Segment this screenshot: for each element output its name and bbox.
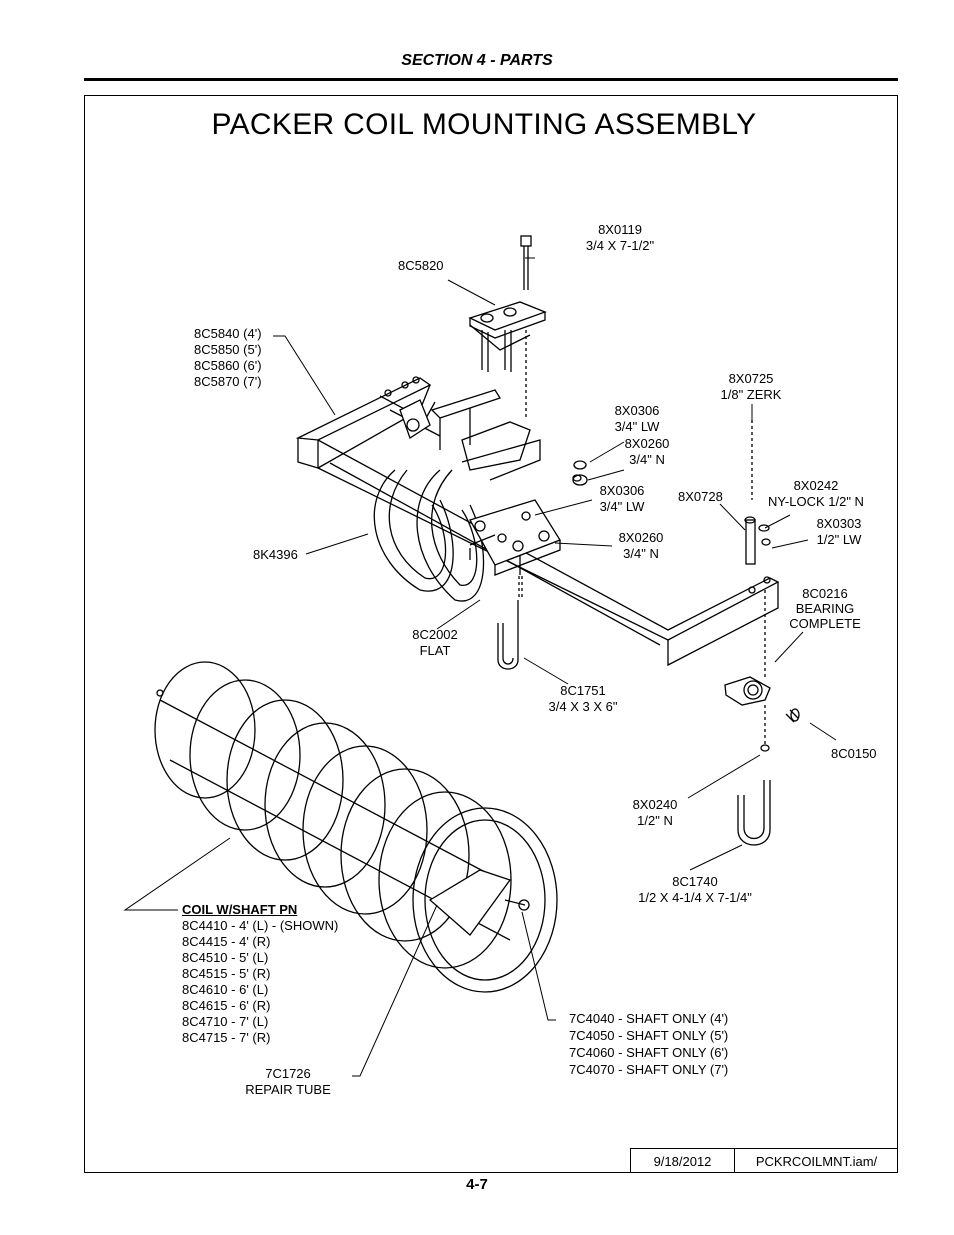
part-desc: 3/4" N — [629, 452, 665, 467]
part-number: 8K4396 — [253, 547, 298, 562]
label-8x0260-b: 8X0260 3/4" N — [606, 530, 676, 562]
coil-item: 8C4410 - 4' (L) - (SHOWN) — [182, 918, 339, 933]
part-number: 8C1740 — [672, 874, 718, 889]
part-desc: COMPLETE — [789, 616, 861, 631]
part-number: 8C5870 (7') — [194, 374, 262, 389]
part-number: 8X0306 — [614, 403, 660, 418]
shaft-item: 7C4050 - SHAFT ONLY (5') — [569, 1028, 729, 1043]
part-desc: REPAIR TUBE — [245, 1082, 331, 1097]
part-number: 8X0119 — [598, 222, 642, 237]
part-desc: FLAT — [419, 643, 451, 658]
lower-mount-plate — [469, 499, 561, 576]
coil-item: 8C4515 - 5' (R) — [182, 966, 271, 981]
nuts-washers — [572, 460, 588, 486]
part-number: 7C1726 — [265, 1066, 311, 1081]
section-header: SECTION 4 - PARTS — [401, 52, 553, 69]
part-number: 8C1751 — [560, 683, 606, 698]
part-number: 8X0306 — [599, 483, 645, 498]
part-number: 8X0728 — [678, 489, 723, 504]
coil-item: 8C4415 - 4' (R) — [182, 934, 271, 949]
label-8x0242: 8X0242 NY-LOCK 1/2" N — [758, 478, 874, 510]
label-7c1726: 7C1726 REPAIR TUBE — [234, 1066, 342, 1098]
part-number: 8X0260 — [624, 436, 670, 451]
part-number: 8C5860 (6') — [194, 358, 262, 373]
leader-lines — [123, 257, 837, 1077]
label-8c0150: 8C0150 — [831, 746, 877, 762]
part-desc: BEARING — [795, 601, 855, 616]
drawing-title: PACKER COIL MOUNTING ASSEMBLY — [211, 108, 757, 141]
part-number: 8X0725 — [728, 371, 774, 386]
part-number: 8C2002 — [412, 627, 458, 642]
top-plate-8c5820 — [468, 301, 547, 372]
part-number: 8X0242 — [793, 478, 839, 493]
label-8x0240: 8X0240 1/2" N — [620, 797, 690, 829]
packer-coil — [154, 661, 558, 993]
part-number: 8C0150 — [831, 746, 877, 761]
part-desc: 1/2 X 4-1/4 X 7-1/4" — [638, 890, 752, 905]
label-8c1740: 8C1740 1/2 X 4-1/4 X 7-1/4" — [620, 874, 770, 906]
shaft-item: 7C4070 - SHAFT ONLY (7') — [569, 1062, 729, 1077]
title-block-date: 9/18/2012 — [630, 1148, 734, 1173]
label-8x0725: 8X0725 1/8" ZERK — [706, 371, 796, 403]
label-8c2002: 8C2002 FLAT — [400, 627, 470, 659]
label-8c1751: 8C1751 3/4 X 3 X 6" — [538, 683, 628, 715]
label-shaft-list: 7C4040 - SHAFT ONLY (4') 7C4050 - SHAFT … — [569, 1010, 728, 1078]
label-8x0306-a: 8X0306 3/4" LW — [602, 403, 672, 435]
part-desc: 1/2" LW — [816, 532, 862, 547]
part-number: 8X0240 — [632, 797, 678, 812]
label-8x0306-b: 8X0306 3/4" LW — [587, 483, 657, 515]
part-desc: 3/4 X 3 X 6" — [548, 699, 618, 714]
label-8c0216: 8C0216 BEARING COMPLETE — [780, 586, 870, 631]
part-desc: 3/4" LW — [599, 499, 645, 514]
part-number: 8C5840 (4') — [194, 326, 262, 341]
label-8x0728: 8X0728 — [678, 489, 723, 505]
part-number: 8C0216 — [802, 586, 848, 601]
label-8x0260-a: 8X0260 3/4" N — [612, 436, 682, 468]
part-desc: 1/8" ZERK — [720, 387, 782, 402]
label-coil-list: COIL W/SHAFT PN 8C4410 - 4' (L) - (SHOWN… — [182, 902, 338, 1046]
drawing-frame — [84, 95, 898, 1173]
part-desc: NY-LOCK 1/2" N — [768, 494, 864, 509]
part-number: 8X0260 — [618, 530, 664, 545]
title-block-file: PCKRCOILMNT.iam/ — [734, 1148, 898, 1173]
mounting-frame — [295, 376, 780, 667]
shaft-item: 7C4060 - SHAFT ONLY (6') — [569, 1045, 729, 1060]
part-desc: 1/2" N — [637, 813, 673, 828]
page-number: 4-7 — [466, 1176, 488, 1193]
part-number: 8X0303 — [816, 516, 862, 531]
coil-heading: COIL W/SHAFT PN — [182, 902, 298, 917]
coil-item: 8C4715 - 7' (R) — [182, 1030, 271, 1045]
coil-item: 8C4510 - 5' (L) — [182, 950, 269, 965]
part-desc: 3/4" LW — [614, 419, 660, 434]
coil-item: 8C4610 - 6' (L) — [182, 982, 269, 997]
bolt-8x0119 — [520, 235, 532, 420]
part-number: 8C5850 (5') — [194, 342, 262, 357]
shaft-item: 7C4040 - SHAFT ONLY (4') — [569, 1011, 729, 1026]
part-desc: 3/4" N — [623, 546, 659, 561]
label-8k4396: 8K4396 — [253, 547, 298, 563]
label-8x0303: 8X0303 1/2" LW — [806, 516, 872, 548]
label-8x0119: 8X0119 3/4 X 7-1/2" — [575, 222, 665, 254]
part-number: 8C5820 — [398, 258, 444, 273]
bearing-stack — [724, 420, 800, 752]
part-desc: 3/4 X 7-1/2" — [585, 238, 655, 253]
label-8c58xx: 8C5840 (4') 8C5850 (5') 8C5860 (6') 8C58… — [194, 326, 262, 390]
header-rule — [84, 78, 898, 81]
label-8c5820: 8C5820 — [398, 258, 444, 274]
ubolt-8c1751 — [497, 576, 523, 670]
coil-item: 8C4710 - 7' (L) — [182, 1014, 269, 1029]
ubolt-8c1740 — [737, 780, 771, 846]
spring-8k4396 — [373, 389, 541, 602]
coil-item: 8C4615 - 6' (R) — [182, 998, 271, 1013]
